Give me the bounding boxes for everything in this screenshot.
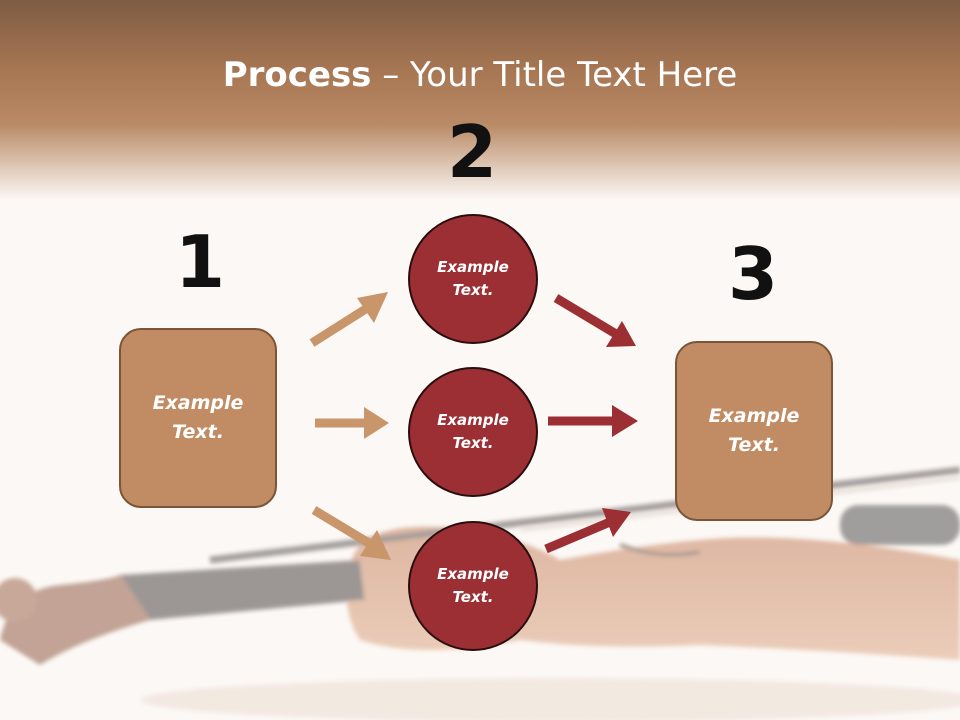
step-number-2: 2 xyxy=(446,110,498,194)
process-circle-top: Example Text. xyxy=(408,214,538,344)
arrow-left-to-bottom xyxy=(311,506,391,560)
arrow-left-to-middle xyxy=(315,407,389,439)
title-rest: – Your Title Text Here xyxy=(371,55,738,95)
step-number-1: 1 xyxy=(174,220,226,304)
title-bold: Process xyxy=(222,55,372,95)
process-box-right: Example Text. xyxy=(675,341,833,521)
arrow-bottom-to-right xyxy=(544,508,631,554)
arrow-top-to-right xyxy=(553,294,636,347)
process-circle-bottom: Example Text. xyxy=(408,521,538,651)
arrow-middle-to-right xyxy=(548,405,638,437)
process-box-left: Example Text. xyxy=(119,328,277,508)
step-number-3: 3 xyxy=(727,232,779,316)
process-circle-middle: Example Text. xyxy=(408,367,538,497)
arrow-left-to-top xyxy=(309,292,388,347)
slide-title: Process – Your Title Text Here xyxy=(0,52,960,98)
